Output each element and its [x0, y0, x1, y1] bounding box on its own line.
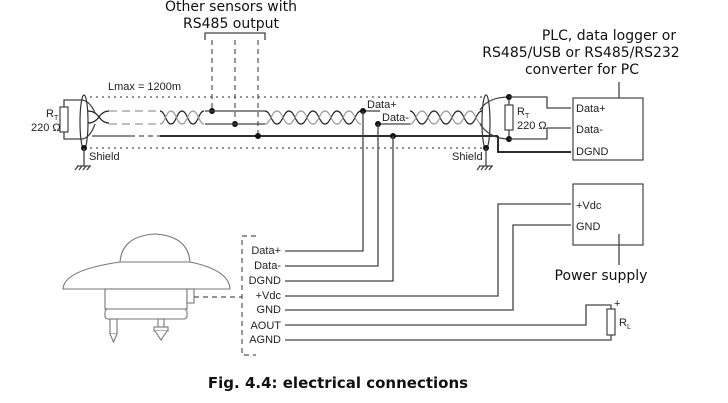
sensor-terminal-label: Data+ — [251, 245, 281, 257]
left-termination-resistor — [59, 106, 69, 133]
right-termination-resistor — [504, 104, 514, 131]
left-shield-label: Shield — [89, 151, 120, 163]
bus-data-plus-label: Data+ — [367, 99, 397, 111]
wire-sensor-dgnd — [285, 136, 394, 282]
twisted-wire — [409, 110, 483, 125]
plc-terminal-dgnd: DGND — [576, 146, 608, 158]
right-ground-icon — [476, 165, 493, 171]
right-resistor-lead — [479, 96, 510, 111]
twisted-pair-segment — [264, 110, 362, 125]
load-resistor-name: RL — [619, 317, 631, 331]
twisted-pair-segment — [159, 110, 205, 125]
bus-data-minus-label: Data- — [382, 112, 409, 124]
power-supply-title: Power supply — [555, 268, 648, 284]
sensor-terminal-label: Data- — [254, 260, 281, 272]
wire-sensor-agnd — [285, 335, 612, 341]
plc-terminal-data-plus: Data+ — [576, 103, 606, 115]
right-resistor-name: RT — [517, 106, 530, 120]
sensor-terminal-label: GND — [257, 304, 282, 316]
plc-title-line1: PLC, data logger or — [542, 28, 677, 44]
sensor-terminal-label: AGND — [249, 334, 281, 346]
twisted-wire — [159, 110, 205, 125]
plc-title-line3: converter for PC — [525, 62, 639, 78]
cable-length-label: Lmax = 1200m — [108, 81, 181, 93]
wire-sensor-data-minus — [285, 124, 379, 267]
load-resistor-polarity: + — [614, 298, 620, 310]
left-shield-clamp — [79, 94, 89, 150]
sensor-illustration — [62, 233, 231, 344]
power-terminal-vdc: +Vdc — [576, 200, 602, 212]
left-resistor-name: RT — [46, 108, 59, 122]
right-shield-label: Shield — [452, 151, 483, 163]
twisted-pair-segment — [409, 110, 483, 125]
wire-sensor-aout — [285, 304, 612, 326]
dgnd-to-plc — [497, 136, 571, 153]
other-sensors-bracket — [204, 32, 266, 40]
plc-box — [572, 97, 644, 161]
sensor-terminal-label: AOUT — [250, 320, 281, 332]
figure-caption: Fig. 4.4: electrical connections — [208, 374, 468, 392]
twisted-wire — [159, 110, 205, 125]
power-terminal-gnd: GND — [576, 221, 601, 233]
twisted-pair-omitted — [109, 110, 159, 125]
other-sensors-title-line2: RS485 output — [183, 16, 279, 32]
left-ground-icon — [74, 165, 91, 171]
plc-title-line2: RS485/USB or RS485/RS232 — [482, 45, 679, 61]
twisted-wire — [409, 110, 483, 125]
left-resistor-value: 220 Ω — [31, 122, 61, 134]
twisted-pair-left — [87, 110, 110, 124]
wire-to-plc-data-minus — [509, 127, 571, 140]
sensor-terminal-label: DGND — [249, 275, 281, 287]
wire-sensor-vdc — [285, 203, 571, 297]
right-resistor-value: 220 Ω — [517, 120, 547, 132]
wire-sensor-gnd — [285, 224, 571, 311]
load-resistor — [606, 308, 616, 336]
power-supply-box — [572, 183, 644, 246]
wire-sensor-data-plus — [285, 111, 364, 252]
twisted-wire — [264, 110, 362, 125]
sensor-terminal-block — [241, 235, 256, 356]
right-resistor-lead — [479, 123, 510, 140]
sensor-terminal-label: +Vdc — [256, 290, 282, 302]
other-sensors-title-line1: Other sensors with — [165, 0, 297, 15]
plc-terminal-data-minus: Data- — [576, 124, 603, 136]
wire-to-plc-data-plus — [509, 96, 571, 109]
